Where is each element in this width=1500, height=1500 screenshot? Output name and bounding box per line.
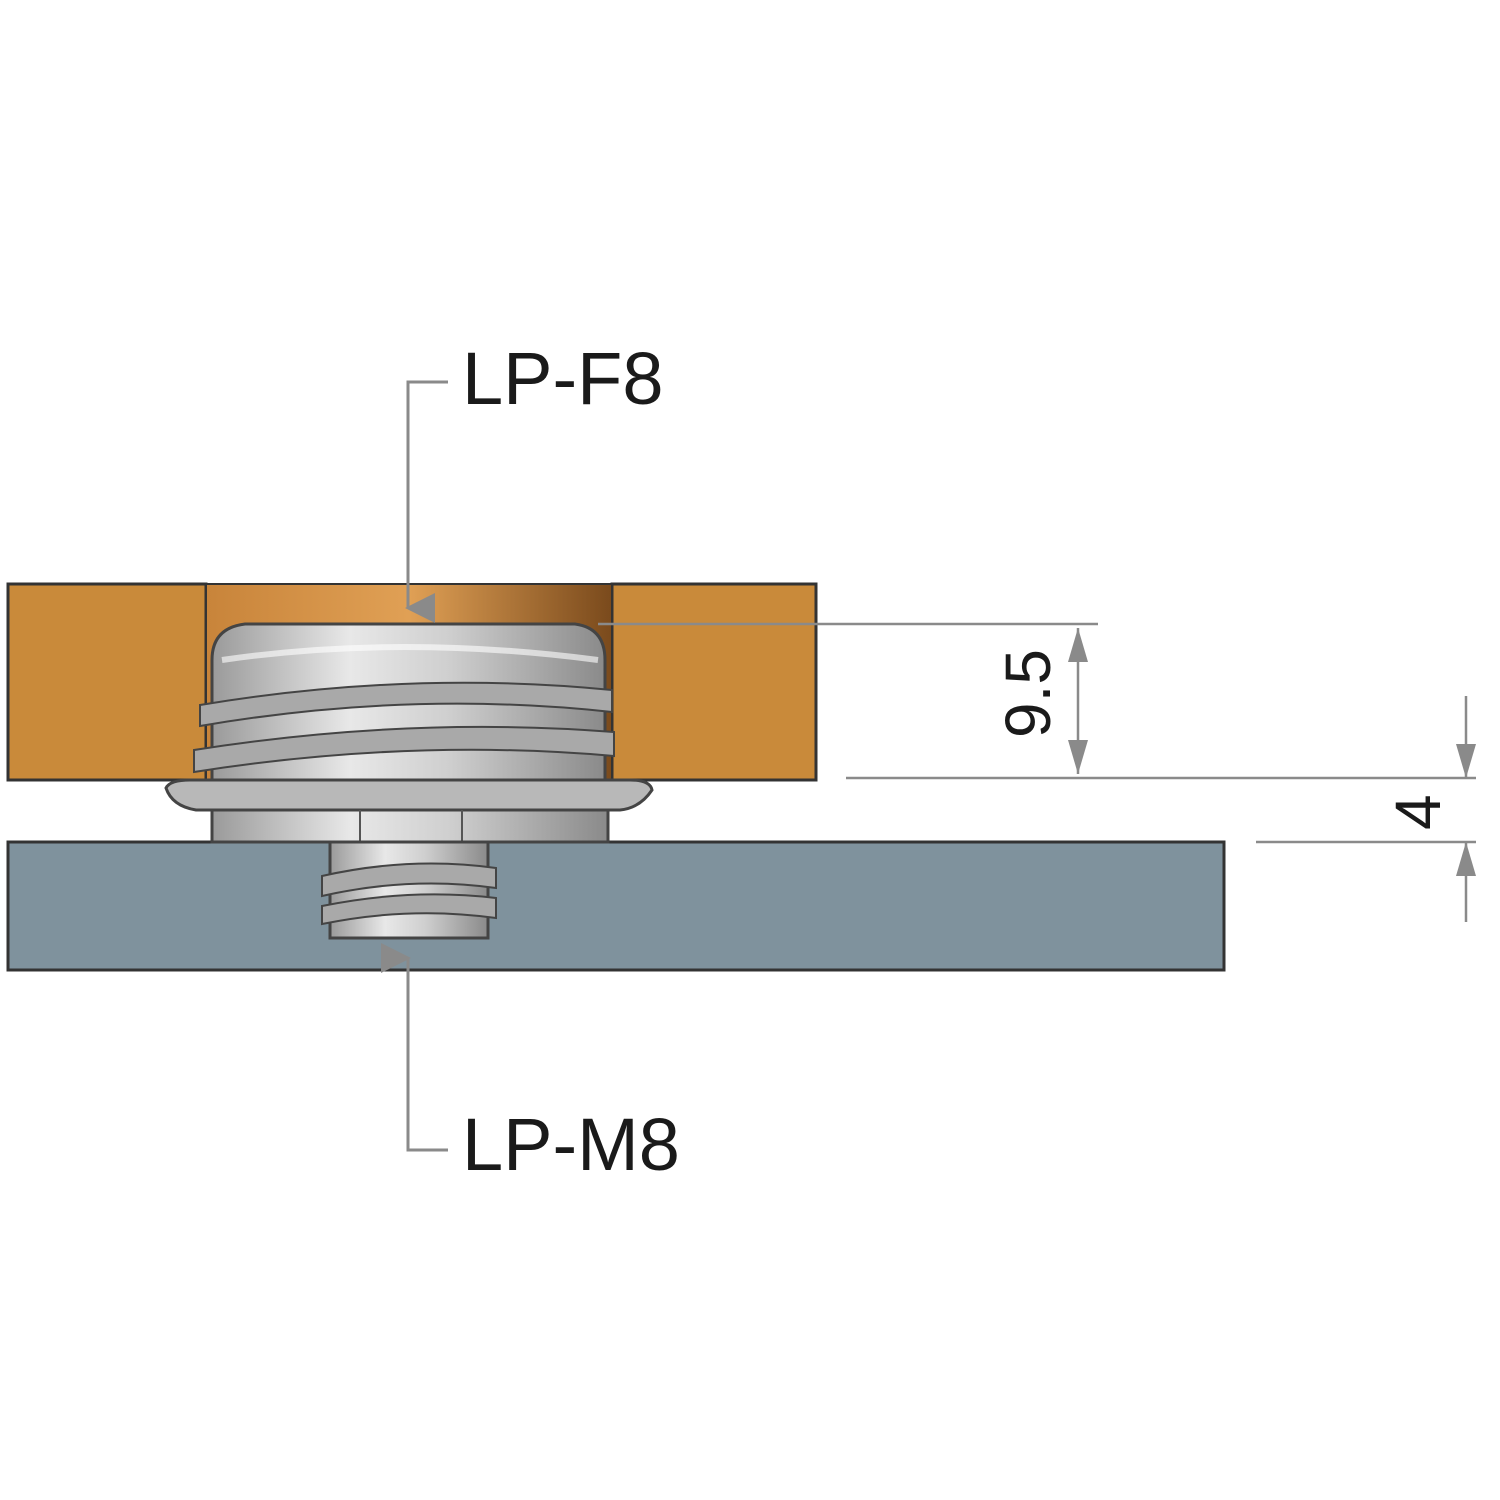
bottom-callout: LP-M8 xyxy=(381,943,680,1186)
lp-m8-stud xyxy=(321,840,497,940)
lp-f8-label: LP-F8 xyxy=(462,337,664,420)
lp-f8-insert xyxy=(193,622,615,782)
top-callout: LP-F8 xyxy=(405,337,664,623)
dimension-gap-label: 4 xyxy=(1382,794,1454,830)
dimension-height: 9.5 xyxy=(598,622,1476,780)
steel-plate xyxy=(6,840,1226,972)
dimension-gap: 4 xyxy=(1256,696,1476,922)
lp-m8-label: LP-M8 xyxy=(462,1103,680,1186)
flange xyxy=(164,778,654,844)
dimension-height-label: 9.5 xyxy=(992,649,1064,738)
